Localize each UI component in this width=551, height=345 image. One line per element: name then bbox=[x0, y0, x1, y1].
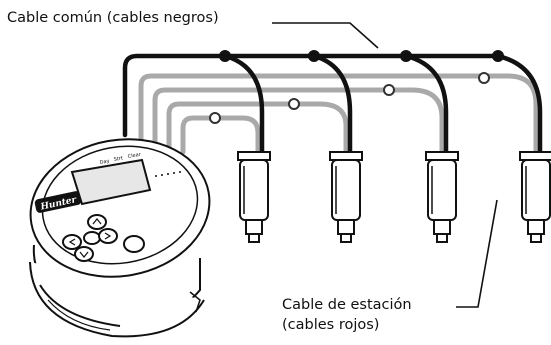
station-wire-1 bbox=[138, 73, 539, 159]
splice-station-4 bbox=[209, 112, 221, 124]
controller: Hunter Day Strt Clear bbox=[29, 138, 211, 338]
valve-station-3 bbox=[329, 151, 363, 243]
button-run bbox=[123, 235, 145, 253]
station-wire-4 bbox=[180, 115, 261, 159]
valve-station-2 bbox=[425, 151, 459, 243]
splice-station-3 bbox=[288, 98, 300, 110]
button-left bbox=[62, 234, 82, 250]
common-wire bbox=[122, 53, 543, 159]
station-wire-2 bbox=[152, 87, 445, 159]
station-wire-leader bbox=[456, 199, 498, 308]
button-right bbox=[98, 228, 118, 244]
button-up bbox=[87, 214, 107, 230]
brand-plate bbox=[34, 191, 82, 213]
splice-station-2 bbox=[383, 84, 395, 96]
splice-common-4 bbox=[492, 50, 504, 62]
display-mark-clear: Clear bbox=[127, 152, 142, 160]
station-wires bbox=[138, 73, 539, 159]
valve-station-1 bbox=[519, 151, 551, 243]
display-mark-day: Day bbox=[99, 158, 110, 166]
splice-common-2 bbox=[308, 50, 320, 62]
button-down bbox=[74, 246, 94, 262]
station-wire-splices bbox=[209, 72, 490, 124]
common-wire-leader bbox=[272, 22, 379, 49]
splice-station-1 bbox=[478, 72, 490, 84]
splice-common-1 bbox=[219, 50, 231, 62]
display-mark-start: Strt bbox=[113, 155, 123, 163]
valve-station-4 bbox=[237, 151, 271, 243]
station-wire-label: Cable de estación bbox=[282, 297, 412, 313]
common-wire-label: Cable común (cables negros) bbox=[7, 10, 219, 26]
splice-common-3 bbox=[400, 50, 412, 62]
station-wire-3 bbox=[166, 101, 349, 159]
common-wire-splices bbox=[219, 50, 504, 62]
button-center bbox=[83, 231, 101, 245]
station-wire-label-sub: (cables rojos) bbox=[282, 317, 380, 333]
